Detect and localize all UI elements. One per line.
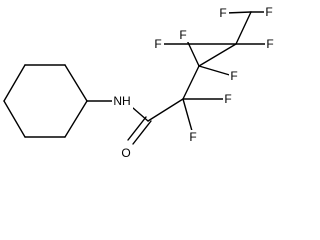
ring-bond xyxy=(64,100,88,138)
atom-label: F xyxy=(179,28,186,42)
atom-label: F xyxy=(265,5,272,19)
ring-bond xyxy=(3,100,26,138)
c-f-bond xyxy=(198,65,234,77)
atom-label: F xyxy=(230,69,237,83)
atom-f: F xyxy=(218,6,229,20)
carbonyl-double-bond xyxy=(127,116,152,145)
ring-bond xyxy=(64,64,88,102)
atom-label: F xyxy=(266,37,273,51)
atom-label: F xyxy=(224,92,231,106)
atom-label: F xyxy=(154,37,161,51)
atom-f: F xyxy=(223,92,234,106)
atom-f: F xyxy=(229,69,240,83)
nh-carbonyl-bond xyxy=(132,107,149,122)
atom-label: F xyxy=(219,6,226,20)
atom-f: F xyxy=(178,28,189,42)
c4-c5-bond xyxy=(235,11,252,45)
atom-label: O xyxy=(121,146,130,160)
atom-f: F xyxy=(153,37,164,51)
atom-f: F xyxy=(188,130,199,144)
cyclohexane-ring xyxy=(3,64,88,138)
atom-f: F xyxy=(264,5,275,19)
structure-diagram: NH O F F F F F F F F xyxy=(3,5,276,160)
c-f-bond xyxy=(225,11,252,14)
c1-c2-bond xyxy=(147,98,184,122)
atom-label: NH xyxy=(113,94,130,108)
c3-c4-bond xyxy=(198,43,237,67)
atom-nh: NH xyxy=(112,93,133,109)
c2-c3-bond xyxy=(182,65,200,100)
c-f-bond xyxy=(182,98,193,132)
atom-o: O xyxy=(120,146,132,160)
ring-bond xyxy=(3,64,26,102)
atom-f: F xyxy=(265,37,276,51)
atom-label: F xyxy=(189,130,196,144)
